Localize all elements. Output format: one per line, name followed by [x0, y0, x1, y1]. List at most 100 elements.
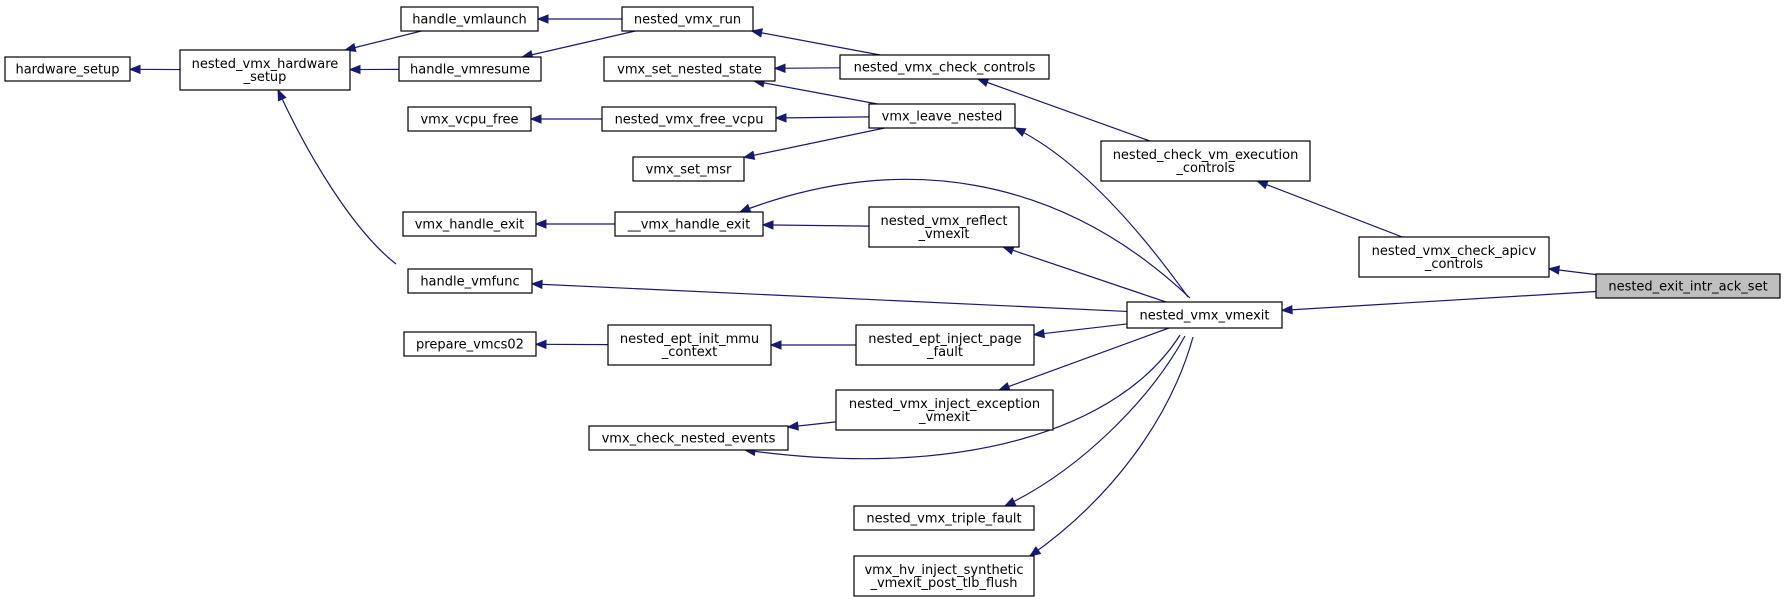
node-label-nested_ept_inject_page_fault: _fault	[926, 345, 963, 360]
node-nested_ept_inject_page_fault[interactable]: nested_ept_inject_page_fault	[855, 324, 1035, 366]
node-hardware_setup[interactable]: hardware_setup	[4, 56, 131, 82]
node-box-vmx_vcpu_free	[407, 106, 532, 132]
node-handle_vmlaunch[interactable]: handle_vmlaunch	[400, 6, 539, 32]
node-nested_vmx_triple_fault[interactable]: nested_vmx_triple_fault	[853, 505, 1035, 531]
node-label-nested_vmx_inject_exception_vmexit: _vmexit	[918, 410, 970, 425]
node-box-nested_vmx_run	[621, 6, 754, 32]
node-vmx_set_nested_state[interactable]: vmx_set_nested_state	[603, 56, 776, 82]
node-nested_vmx_check_apicv_controls[interactable]: nested_vmx_check_apicv_controls	[1358, 236, 1550, 278]
arrowhead-nested_vmx_vmexit	[1280, 304, 1293, 315]
node-label-nested_vmx_hardware_setup: _setup	[243, 70, 287, 85]
arrowhead-handle_vmlaunch	[536, 14, 549, 24]
node-box-hardware_setup	[4, 56, 131, 82]
arrowhead-nested_vmx_triple_fault	[1003, 497, 1017, 507]
node-label-nested_check_vm_execution_controls: _controls	[1175, 161, 1235, 176]
edge-vmx_hv_inject_synthetic_vmexit_post_tlb_flush-to-nested_vmx_vmexit	[1029, 336, 1194, 557]
edge-vmx_set_nested_state-to-nested_vmx_check_controls	[774, 67, 841, 69]
node-label-vmx_hv_inject_synthetic_vmexit_post_tlb_flush: vmx_hv_inject_synthetic	[864, 563, 1023, 578]
node-__vmx_handle_exit[interactable]: __vmx_handle_exit	[614, 211, 764, 237]
node-box-__vmx_handle_exit	[614, 211, 764, 237]
node-vmx_leave_nested[interactable]: vmx_leave_nested	[868, 103, 1016, 129]
node-label-nested_vmx_check_controls: nested_vmx_check_controls	[854, 61, 1036, 76]
node-box-vmx_set_nested_state	[603, 56, 776, 82]
arrowhead-nested_check_vm_execution_controls	[1256, 180, 1269, 190]
edge-nested_vmx_triple_fault-to-nested_vmx_vmexit	[1004, 335, 1186, 507]
node-label-__vmx_handle_exit: __vmx_handle_exit	[627, 218, 751, 233]
edge-handle_vmresume-to-nested_vmx_run	[522, 30, 636, 58]
arrowhead-nested_vmx_hardware_setup	[277, 88, 287, 102]
node-label-nested_vmx_vmexit: nested_vmx_vmexit	[1140, 309, 1270, 324]
node-box-nested_vmx_free_vcpu	[601, 106, 777, 132]
node-label-vmx_check_nested_events: vmx_check_nested_events	[602, 432, 776, 447]
node-nested_ept_init_mmu_context[interactable]: nested_ept_init_mmu_context	[607, 324, 772, 366]
edge-nested_vmx_free_vcpu-to-vmx_leave_nested	[775, 116, 870, 119]
node-vmx_check_nested_events[interactable]: vmx_check_nested_events	[588, 425, 789, 451]
node-label-handle_vmfunc: handle_vmfunc	[420, 275, 519, 290]
node-nested_vmx_run[interactable]: nested_vmx_run	[621, 6, 754, 32]
node-label-nested_check_vm_execution_controls: nested_check_vm_execution	[1113, 148, 1299, 163]
node-vmx_vcpu_free[interactable]: vmx_vcpu_free	[407, 106, 532, 132]
arrowhead-nested_vmx_inject_exception_vmexit	[997, 381, 1011, 391]
node-box-nested_vmx_inject_exception_vmexit	[835, 389, 1054, 431]
arrowhead-vmx_handle_exit	[534, 219, 547, 229]
node-label-nested_exit_intr_ack_set: nested_exit_intr_ack_set	[1608, 280, 1767, 295]
node-box-handle_vmfunc	[407, 268, 533, 294]
node-label-prepare_vmcs02: prepare_vmcs02	[416, 338, 524, 353]
node-label-nested_vmx_triple_fault: nested_vmx_triple_fault	[866, 512, 1021, 527]
node-nested_vmx_vmexit[interactable]: nested_vmx_vmexit	[1126, 301, 1283, 329]
node-vmx_handle_exit[interactable]: vmx_handle_exit	[402, 211, 537, 237]
node-box-nested_check_vm_execution_controls	[1100, 140, 1311, 182]
edge-nested_vmx_reflect_vmexit-to-nested_vmx_vmexit	[1003, 246, 1167, 303]
node-label-nested_vmx_run: nested_vmx_run	[634, 13, 741, 28]
node-label-nested_ept_inject_page_fault: nested_ept_inject_page	[868, 332, 1021, 347]
node-handle_vmfunc[interactable]: handle_vmfunc	[407, 268, 533, 294]
arrowhead-nested_ept_inject_page_fault	[1032, 328, 1045, 339]
edge-vmx_set_nested_state-to-vmx_leave_nested	[753, 80, 878, 105]
node-nested_vmx_free_vcpu[interactable]: nested_vmx_free_vcpu	[601, 106, 777, 132]
arrowhead-nested_ept_init_mmu_context	[769, 340, 782, 350]
node-box-vmx_leave_nested	[868, 103, 1016, 129]
node-box-vmx_handle_exit	[402, 211, 537, 237]
node-box-nested_vmx_check_apicv_controls	[1358, 236, 1550, 278]
node-box-nested_ept_inject_page_fault	[855, 324, 1035, 366]
arrowhead-__vmx_handle_exit	[738, 203, 752, 213]
arrowhead-nested_vmx_check_controls	[976, 78, 990, 88]
node-label-handle_vmresume: handle_vmresume	[410, 63, 530, 78]
node-label-nested_ept_init_mmu_context: _context	[661, 345, 718, 360]
node-box-nested_vmx_check_controls	[839, 54, 1050, 80]
edge-nested_check_vm_execution_controls-to-nested_vmx_check_apicv_controls	[1257, 180, 1403, 238]
node-nested_vmx_inject_exception_vmexit[interactable]: nested_vmx_inject_exception_vmexit	[835, 389, 1054, 431]
node-vmx_set_msr[interactable]: vmx_set_msr	[632, 156, 745, 182]
node-nested_vmx_check_controls[interactable]: nested_vmx_check_controls	[839, 54, 1050, 80]
arrowhead-vmx_set_msr	[742, 150, 756, 160]
arrowhead-handle_vmfunc	[530, 279, 543, 290]
node-nested_check_vm_execution_controls[interactable]: nested_check_vm_execution_controls	[1100, 140, 1311, 182]
edge-nested_vmx_vmexit-to-nested_exit_intr_ack_set	[1281, 290, 1597, 311]
node-box-prepare_vmcs02	[403, 331, 537, 357]
node-label-vmx_leave_nested: vmx_leave_nested	[882, 110, 1003, 125]
node-nested_exit_intr_ack_set[interactable]: nested_exit_intr_ack_set	[1595, 273, 1781, 299]
edge-nested_vmx_inject_exception_vmexit-to-nested_vmx_vmexit	[999, 327, 1170, 391]
arrowhead-vmx_hv_inject_synthetic_vmexit_post_tlb_flush	[1028, 546, 1042, 557]
arrowhead-nested_vmx_run	[750, 28, 763, 38]
node-prepare_vmcs02[interactable]: prepare_vmcs02	[403, 331, 537, 357]
node-label-vmx_set_nested_state: vmx_set_nested_state	[617, 63, 762, 78]
node-box-vmx_hv_inject_synthetic_vmexit_post_tlb_flush	[853, 555, 1035, 597]
node-handle_vmresume[interactable]: handle_vmresume	[398, 56, 542, 82]
node-box-vmx_set_msr	[632, 156, 745, 182]
arrowhead-vmx_vcpu_free	[529, 114, 542, 124]
node-box-nested_vmx_triple_fault	[853, 505, 1035, 531]
node-nested_vmx_reflect_vmexit[interactable]: nested_vmx_reflect_vmexit	[868, 206, 1020, 248]
node-box-nested_ept_init_mmu_context	[607, 324, 772, 366]
arrowhead-nested_vmx_check_apicv_controls	[1547, 265, 1561, 275]
node-label-nested_vmx_check_apicv_controls: nested_vmx_check_apicv	[1372, 244, 1537, 259]
node-nested_vmx_hardware_setup[interactable]: nested_vmx_hardware_setup	[179, 49, 351, 91]
node-box-handle_vmlaunch	[400, 6, 539, 32]
node-label-nested_vmx_inject_exception_vmexit: nested_vmx_inject_exception	[849, 397, 1040, 412]
node-box-nested_vmx_vmexit	[1126, 301, 1283, 329]
arrowhead-hardware_setup	[128, 64, 141, 75]
node-box-nested_vmx_reflect_vmexit	[868, 206, 1020, 248]
node-vmx_hv_inject_synthetic_vmexit_post_tlb_flush[interactable]: vmx_hv_inject_synthetic_vmexit_post_tlb_…	[853, 555, 1035, 597]
node-label-vmx_vcpu_free: vmx_vcpu_free	[420, 113, 518, 128]
